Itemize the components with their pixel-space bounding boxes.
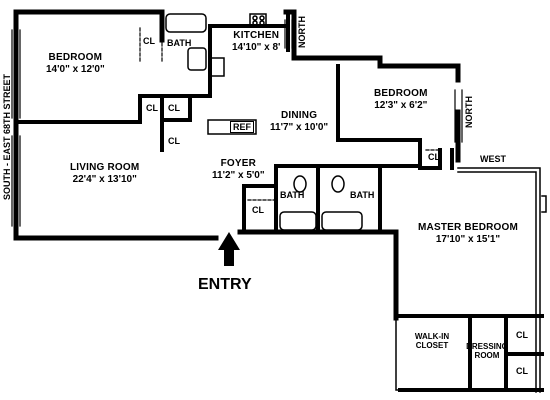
bath-label: BATH [350, 190, 375, 200]
interior-walls [14, 10, 544, 392]
living-room-label: LIVING ROOM 22'4" x 13'10" [70, 162, 140, 185]
walk-in-closet-label: WALK-IN CLOSET [414, 332, 450, 351]
closet-label: CL [252, 205, 264, 215]
closet-label: CL [516, 366, 528, 376]
west-label: WEST [480, 154, 506, 164]
bath-fixtures [165, 13, 363, 231]
street-label: SOUTH - EAST 68TH STREET [2, 73, 12, 200]
windows [11, 19, 463, 227]
north-label: NORTH [297, 16, 307, 48]
closet-label: CL [146, 103, 158, 113]
master-bedroom-label: MASTER BEDROOM 17'10" x 15'1" [418, 222, 519, 245]
closet-doors [139, 27, 441, 201]
entry-arrow [218, 232, 240, 266]
dining-label: DINING 11'7" x 10'0" [270, 110, 329, 133]
closet-label: CL [168, 103, 180, 113]
kitchen-label: KITCHEN 14'10" x 8' [232, 30, 281, 53]
outline-lines [395, 167, 547, 393]
closet-label: CL [516, 330, 528, 340]
bedroom-2-label: BEDROOM 12'3" x 6'2" [374, 88, 428, 111]
foyer-label: FOYER 11'2" x 5'0" [212, 158, 265, 181]
exterior-walls [13, 9, 461, 321]
bath-label: BATH [167, 38, 192, 48]
bedroom-1-label: BEDROOM 14'0" x 12'0" [46, 52, 105, 75]
dressing-room-label: DRESSING ROOM [466, 342, 508, 361]
closet-label: CL [428, 152, 440, 162]
entry-label: ENTRY [198, 276, 252, 293]
north-label: NORTH [464, 96, 474, 128]
closet-label: CL [168, 136, 180, 146]
refrigerator-label: REF [230, 121, 254, 133]
kitchen-fixtures [207, 13, 267, 135]
bath-label: BATH [280, 190, 305, 200]
closet-label: CL [143, 36, 155, 46]
